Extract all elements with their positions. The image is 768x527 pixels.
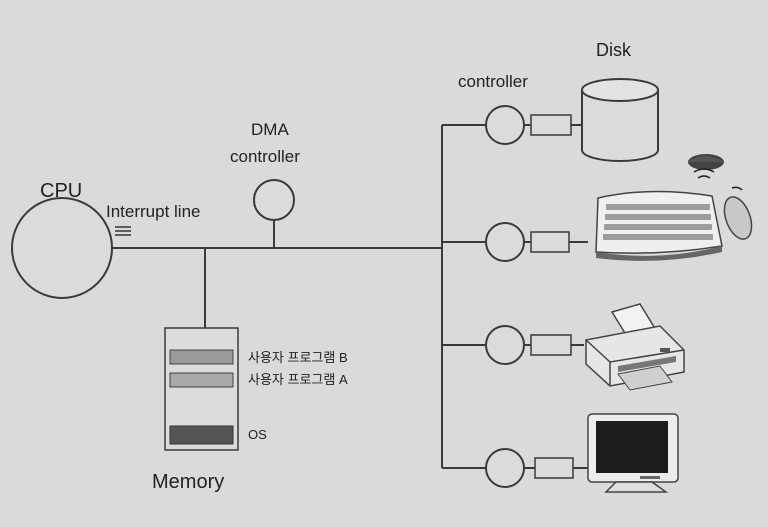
disk-controller (485, 105, 582, 145)
memory-label: Memory (152, 471, 224, 493)
user-program-b-label: 사용자 프로그램 B (248, 350, 348, 365)
cpu-label: CPU (40, 180, 82, 202)
interrupt-line-symbol (115, 226, 131, 236)
keyboard-controller (485, 222, 588, 262)
printer-controller (485, 325, 584, 365)
dma-controller-label: controller (230, 147, 300, 166)
disk-cylinder-icon (581, 78, 659, 162)
printer-icon (585, 303, 685, 391)
disk-label: Disk (596, 40, 632, 60)
monitor-icon (587, 413, 679, 493)
user-program-b-block (169, 349, 234, 365)
user-program-a-block (169, 372, 234, 388)
keyboard-mouse-icon (595, 154, 753, 261)
user-program-a-label: 사용자 프로그램 A (248, 372, 348, 387)
dma-label: DMA (251, 120, 289, 139)
dma-controller-circle (253, 179, 295, 221)
bus-lines (112, 124, 486, 469)
interrupt-line-label: Interrupt line (106, 202, 201, 221)
cpu-circle (11, 197, 113, 299)
os-block (169, 425, 234, 445)
controller-label: controller (458, 72, 528, 91)
monitor-controller (485, 448, 588, 488)
os-label: OS (248, 427, 267, 442)
